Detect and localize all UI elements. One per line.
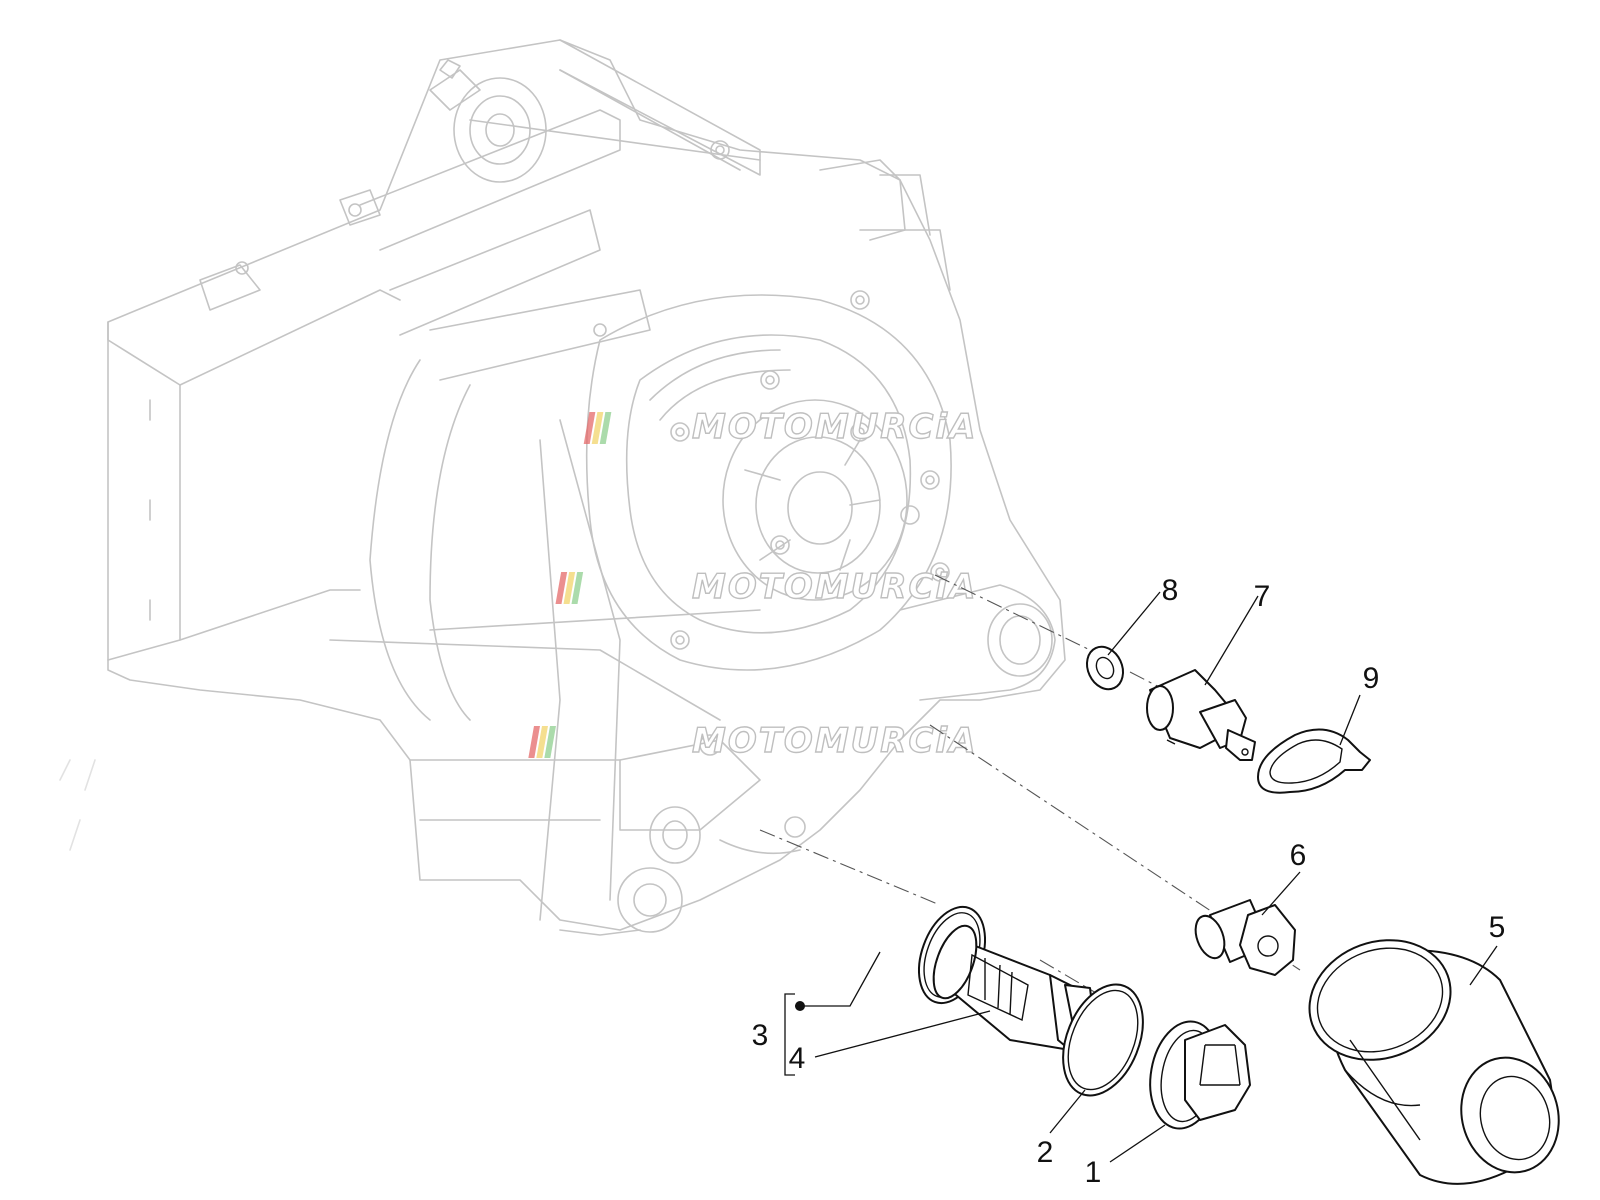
callout-numbers: 1 2 3 4 5 6 7 8 9 xyxy=(752,574,1506,1189)
watermark: MOTOMURCiA MOTOMURCiA MOTOMURCiA xyxy=(528,406,977,762)
part-5-oil-filter xyxy=(1308,939,1560,1185)
watermark-stripe xyxy=(528,726,540,758)
callout-1: 1 xyxy=(1085,1156,1102,1189)
watermark-text: MOTOMURCiA xyxy=(692,407,977,447)
watermark-stripe xyxy=(563,572,576,604)
part-9-clip xyxy=(1257,728,1371,794)
leader-lines xyxy=(784,591,1498,1163)
callout-6: 6 xyxy=(1290,839,1307,872)
watermark-stripe xyxy=(591,412,604,444)
watermark-logo: MOTOMURCiA xyxy=(528,720,977,762)
watermark-stripe xyxy=(571,572,584,604)
watermark-logo: MOTOMURCiA xyxy=(583,406,977,448)
callout-9: 9 xyxy=(1363,662,1380,695)
watermark-stripe xyxy=(583,412,596,444)
crankcase-housing-ghost xyxy=(59,39,1066,936)
watermark-stripe xyxy=(536,726,548,758)
callout-8: 8 xyxy=(1162,574,1179,607)
part-7-pressure-sensor xyxy=(1146,669,1256,761)
watermark-text: MOTOMURCiA xyxy=(692,721,977,761)
callout-3-dot xyxy=(795,1001,805,1011)
callout-7: 7 xyxy=(1254,580,1271,613)
callout-3: 3 xyxy=(752,1019,769,1052)
watermark-text: MOTOMURCiA xyxy=(692,567,977,607)
watermark-stripe xyxy=(555,572,568,604)
callout-2: 2 xyxy=(1037,1136,1054,1169)
watermark-stripe xyxy=(544,726,556,758)
part-8-washer xyxy=(1086,645,1124,691)
part-6-fitting xyxy=(1194,899,1296,976)
watermark-stripe xyxy=(599,412,612,444)
watermark-logo: MOTOMURCiA xyxy=(555,566,977,608)
part-1-drain-plug xyxy=(1149,1020,1251,1130)
callout-4: 4 xyxy=(789,1042,806,1075)
callout-5: 5 xyxy=(1489,911,1506,944)
